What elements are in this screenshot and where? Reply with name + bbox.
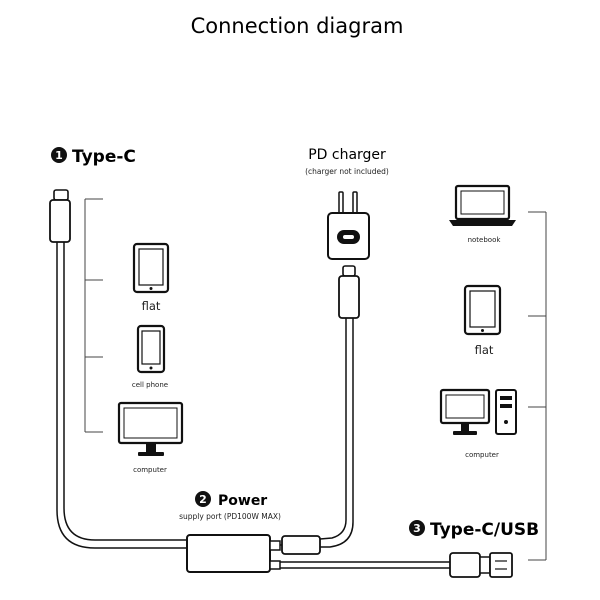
port-power-note: supply port (PD100W MAX) — [179, 512, 281, 521]
left-device-monitor: computer — [117, 401, 184, 474]
desktop-computer-icon — [439, 388, 517, 435]
left-device-label-flat: flat — [142, 299, 161, 313]
left-device-label-computer: computer — [133, 466, 167, 474]
port-type-c-text: Type-C — [72, 147, 136, 167]
left-device-tablet: flat — [132, 242, 170, 313]
laptop-icon — [449, 184, 516, 226]
right-device-notebook: notebook — [449, 184, 516, 244]
cable-charger — [319, 318, 354, 548]
number-badge-1 — [51, 147, 67, 163]
right-device-computer: computer — [439, 388, 517, 459]
type-c-usb-connector — [449, 552, 513, 578]
cable-left — [56, 242, 187, 549]
right-device-tablet: flat — [463, 284, 502, 357]
right-device-label-computer: computer — [465, 451, 499, 459]
left-bracket — [84, 198, 103, 433]
number-badge-3 — [409, 520, 425, 536]
port-power-label: 2 Power supply port (PD100W MAX) — [179, 491, 281, 521]
port-type-c-usb-label: 3 Type-C/USB — [409, 520, 539, 540]
charger-icon — [327, 191, 370, 260]
left-device-label-cell-phone: cell phone — [132, 381, 168, 389]
svg-text:3: 3 — [413, 522, 421, 535]
type-c-plug-left — [49, 189, 71, 243]
cable-output — [280, 561, 450, 569]
charger-note: (charger not included) — [305, 167, 389, 176]
right-device-label-flat: flat — [475, 343, 494, 357]
type-c-plug-charger — [338, 265, 360, 319]
svg-text:2: 2 — [199, 493, 207, 506]
number-badge-2 — [195, 491, 211, 507]
pd-input-connector — [280, 535, 321, 555]
hub-body — [186, 534, 281, 573]
right-bracket — [528, 211, 547, 561]
left-device-phone: cell phone — [132, 324, 168, 389]
pd-charger: PD charger (charger not included) — [305, 147, 389, 260]
svg-text:1: 1 — [55, 149, 63, 162]
port-type-c-usb-text: Type-C/USB — [430, 520, 539, 540]
diagram-title: Connection diagram — [191, 14, 404, 38]
monitor-icon — [117, 401, 184, 456]
charger-label: PD charger — [308, 147, 386, 163]
right-device-label-notebook: notebook — [468, 236, 502, 244]
port-type-c-label: 1 Type-C — [51, 147, 136, 167]
port-power-text: Power — [218, 493, 267, 509]
